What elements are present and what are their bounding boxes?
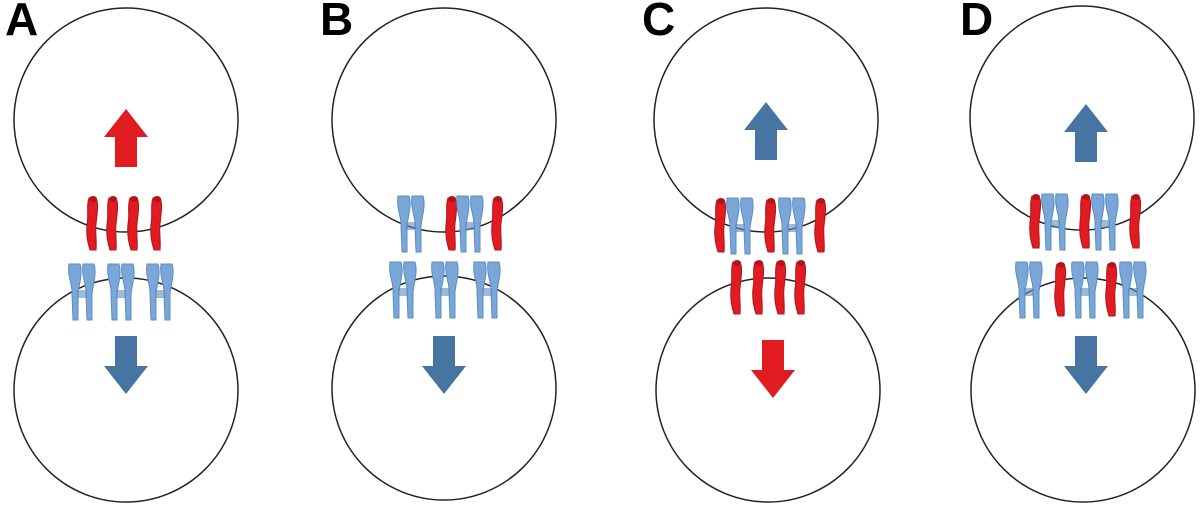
blue-receptor bbox=[389, 261, 417, 319]
blue-receptor bbox=[68, 263, 96, 321]
lower-arrow bbox=[104, 336, 148, 394]
up-arrow-shape bbox=[1064, 104, 1108, 162]
blue-receptor bbox=[1071, 261, 1099, 319]
panel-a-drawing bbox=[13, 7, 239, 503]
blue-receptor bbox=[1091, 193, 1119, 251]
blue-receptor bbox=[397, 195, 425, 253]
red-receptor bbox=[1054, 262, 1067, 317]
red-receptor bbox=[752, 260, 765, 315]
up-arrow-shape bbox=[104, 109, 148, 167]
upper-receptor-row bbox=[397, 195, 504, 253]
blue-receptor bbox=[473, 261, 501, 319]
lower-receptor-row bbox=[68, 263, 174, 321]
red-receptor bbox=[714, 198, 727, 253]
blue-receptor bbox=[1041, 193, 1069, 251]
red-receptor bbox=[764, 198, 777, 253]
lower-cell bbox=[655, 277, 881, 503]
panel-d: D bbox=[955, 0, 1200, 505]
red-receptor bbox=[1129, 194, 1142, 249]
panel-b-drawing bbox=[331, 7, 557, 501]
red-receptor bbox=[730, 260, 743, 315]
lower-arrow bbox=[422, 336, 466, 394]
down-arrow-shape bbox=[1064, 336, 1108, 394]
red-receptor bbox=[814, 198, 827, 253]
upper-arrow bbox=[104, 109, 148, 167]
blue-receptor bbox=[726, 197, 754, 255]
upper-arrow bbox=[1064, 104, 1108, 162]
red-receptor bbox=[774, 260, 787, 315]
panel-d-label: D bbox=[960, 0, 994, 45]
red-receptor bbox=[1105, 262, 1118, 317]
blue-receptor bbox=[146, 263, 174, 321]
lower-receptor-row bbox=[1015, 261, 1147, 319]
lower-arrow bbox=[1064, 336, 1108, 394]
panel-a-label: A bbox=[5, 0, 39, 45]
lower-receptor-row bbox=[389, 261, 501, 319]
red-receptor bbox=[794, 260, 807, 315]
blue-receptor bbox=[1119, 261, 1147, 319]
red-receptor bbox=[106, 196, 119, 251]
blue-receptor bbox=[431, 261, 459, 319]
down-arrow-shape bbox=[104, 336, 148, 394]
lower-receptor-row bbox=[730, 260, 807, 315]
panel-b-label: B bbox=[320, 0, 354, 45]
down-arrow-shape bbox=[751, 340, 795, 398]
panel-d-drawing bbox=[969, 5, 1196, 503]
upper-receptor-row bbox=[714, 197, 827, 255]
upper-receptor-row bbox=[1029, 193, 1142, 251]
blue-receptor bbox=[107, 263, 135, 321]
upper-cell bbox=[13, 7, 239, 233]
blue-receptor bbox=[1015, 261, 1043, 319]
panel-b: B bbox=[315, 0, 615, 505]
upper-cell bbox=[331, 7, 557, 233]
upper-receptor-row bbox=[86, 196, 163, 251]
red-receptor bbox=[491, 196, 504, 251]
red-receptor bbox=[445, 196, 458, 251]
red-receptor bbox=[86, 196, 99, 251]
panel-c-drawing bbox=[653, 7, 881, 503]
red-receptor bbox=[150, 196, 163, 251]
panel-a: A bbox=[0, 0, 300, 505]
upper-arrow bbox=[744, 102, 788, 160]
red-receptor bbox=[127, 196, 140, 251]
blue-receptor bbox=[778, 197, 806, 255]
blue-receptor bbox=[456, 195, 484, 253]
panel-c: C bbox=[640, 0, 940, 505]
panel-c-label: C bbox=[642, 0, 676, 45]
down-arrow-shape bbox=[422, 336, 466, 394]
up-arrow-shape bbox=[744, 102, 788, 160]
red-receptor bbox=[1029, 194, 1042, 249]
lower-arrow bbox=[751, 340, 795, 398]
red-receptor bbox=[1079, 194, 1092, 249]
